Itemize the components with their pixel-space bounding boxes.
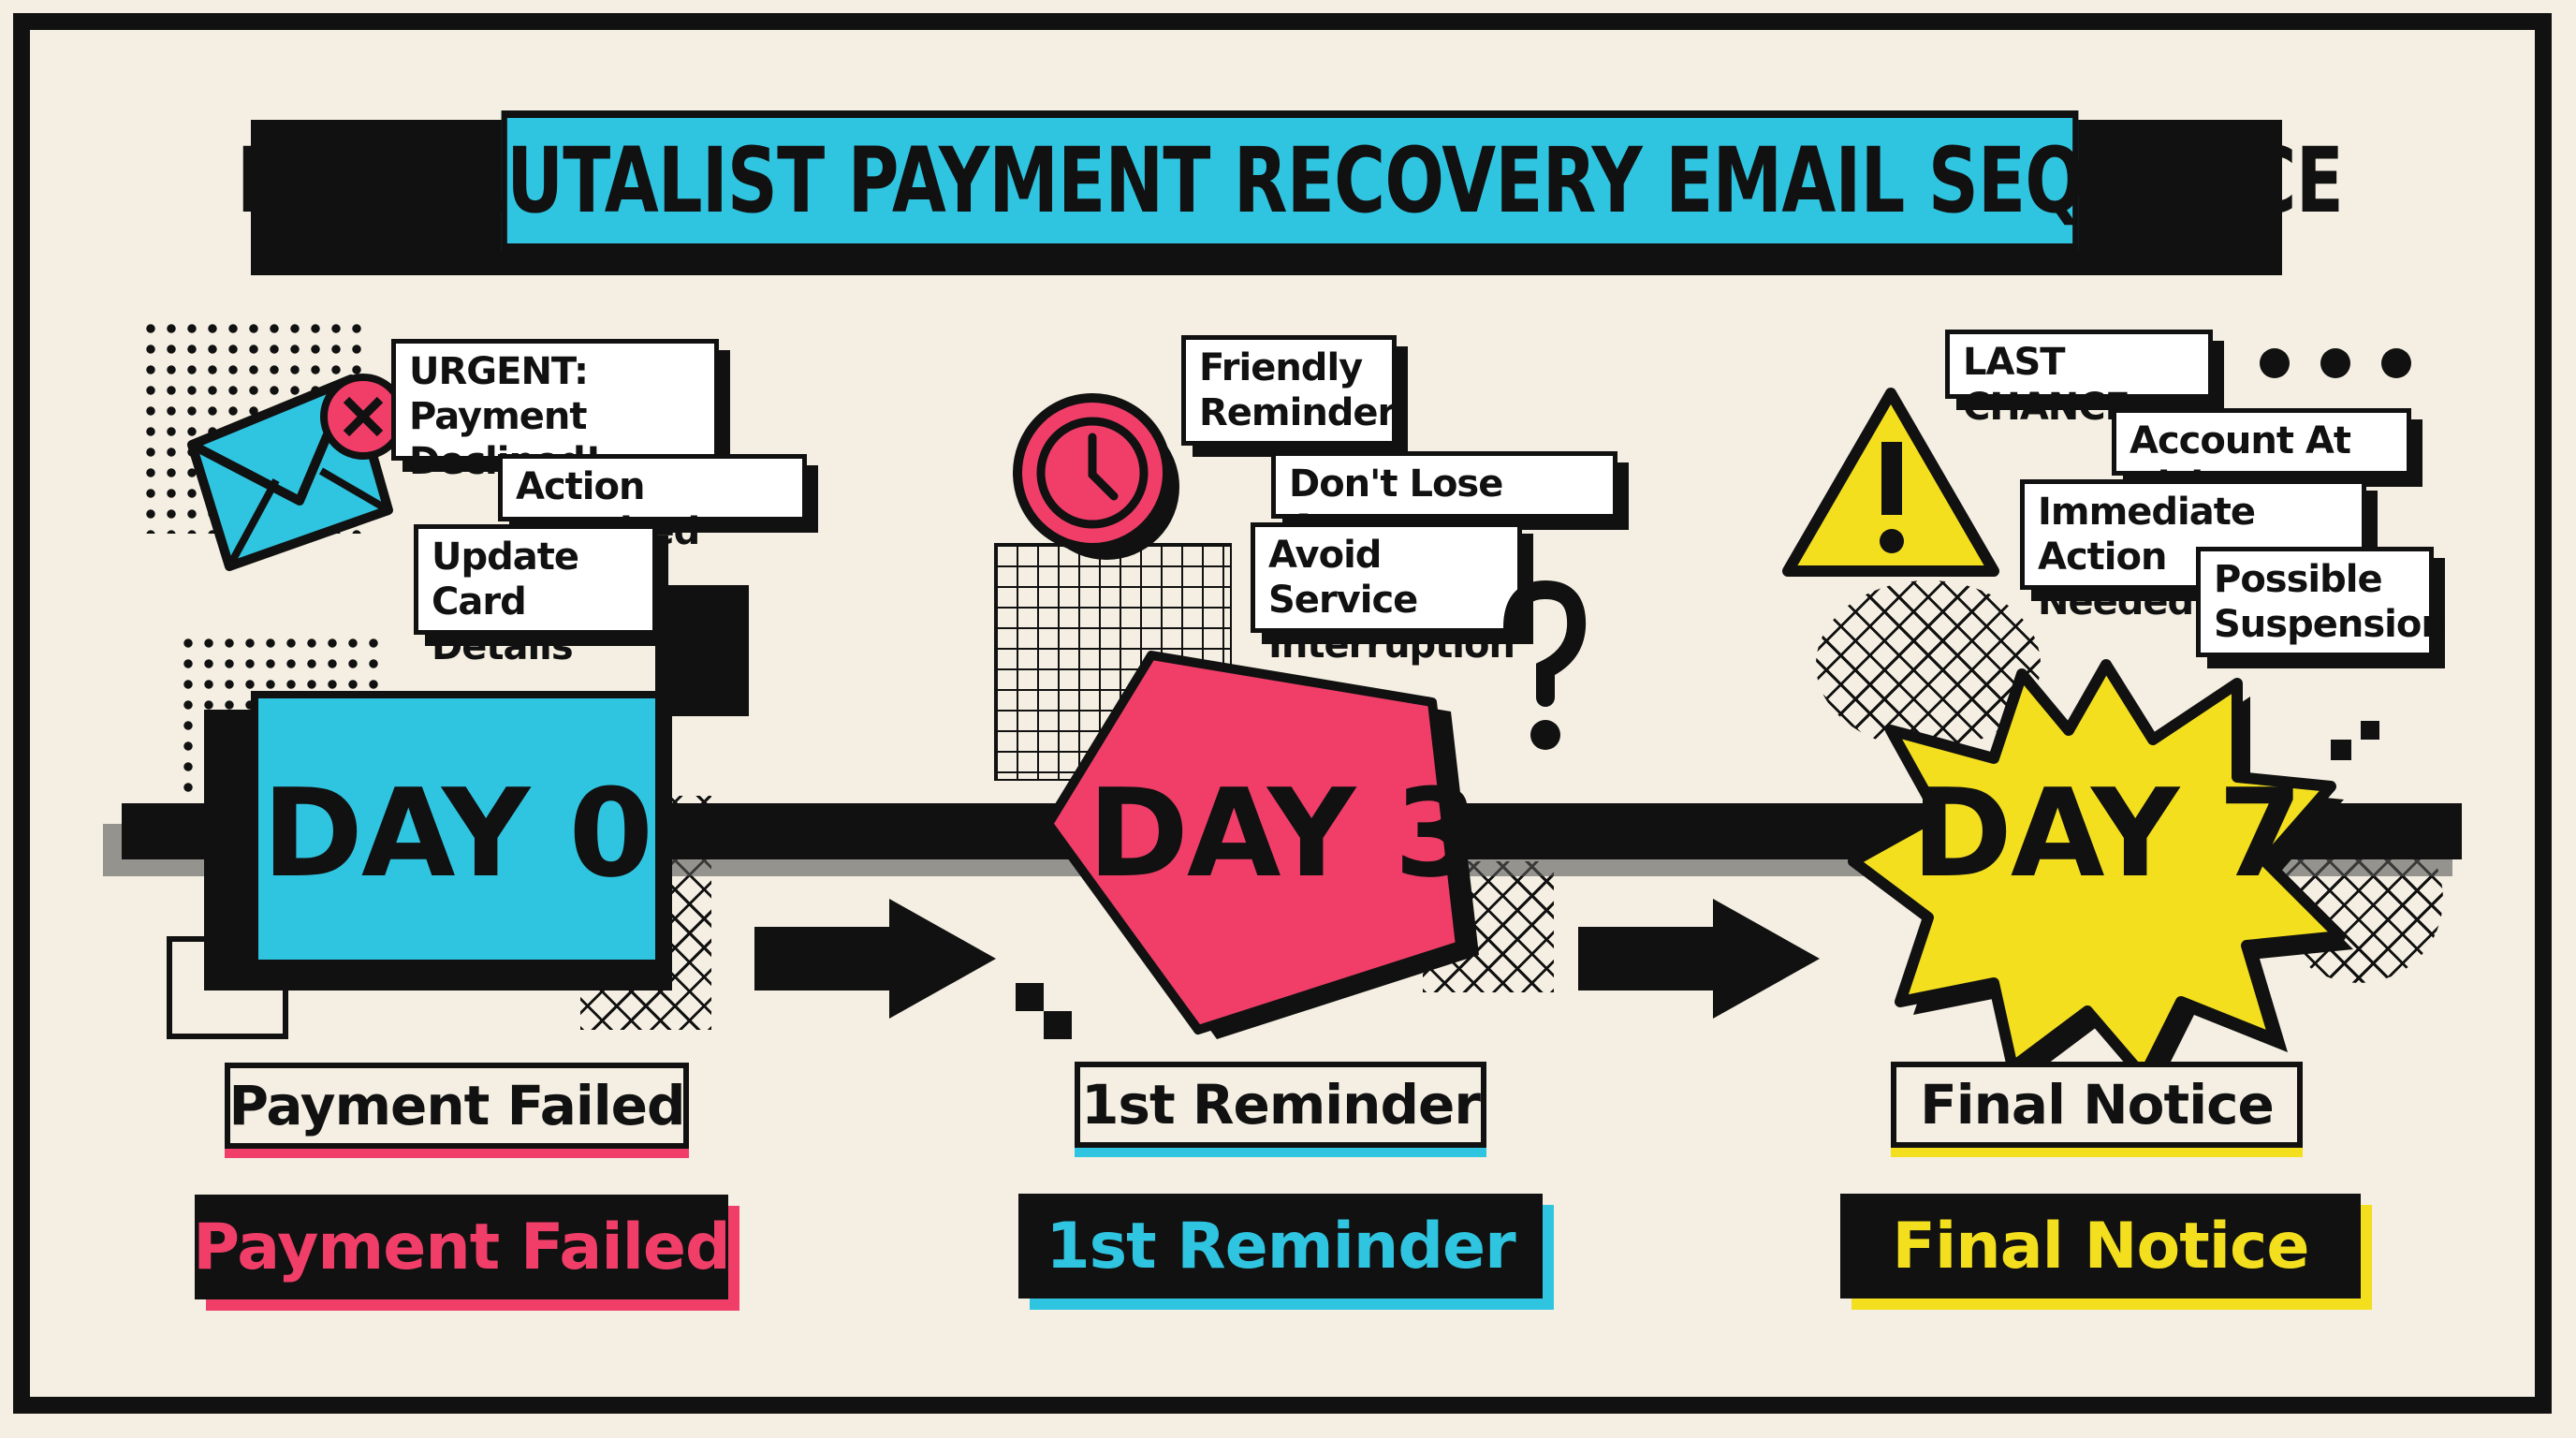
tag-action-required: Action Required [498,454,807,553]
black-block-decor [655,585,749,716]
pixel-squares-decor-right [2331,721,2379,760]
day3-label: DAY 3 [1088,762,1479,904]
stage1-label: 1st Reminder [1075,1062,1486,1148]
tag-friendly-reminder: Friendly Reminder [1181,335,1397,446]
day0-box [251,691,663,967]
stage2-label-alt: Final Notice [1840,1194,2361,1299]
day3-pentagon [1044,651,1479,1039]
arrow-day0-to-day3 [754,899,996,1019]
pixel-squares-decor [1016,983,1072,1039]
stage1-label-alt: 1st Reminder [1018,1194,1543,1299]
stage0-label: Payment Failed [225,1063,689,1149]
warning-icon [1782,388,1999,577]
three-dots-decor [2260,348,2411,378]
day7-starburst [1848,659,2353,1090]
tag-immediate-action-needed: Immediate Action Needed [2020,479,2366,624]
tag-account-at-risk: Account At Risk [2112,408,2411,507]
tag-urgent-payment-declined: URGENT: Payment Declined! [391,339,719,483]
tag-last-chance: LAST CHANCE [1945,330,2213,429]
tag-update-card-details: Update Card Details [414,524,657,668]
question-mark-icon [1503,580,1587,750]
tag-dont-lose-access: Don't Lose Access [1271,451,1617,550]
declined-x-icon [320,374,406,460]
day0-label: DAY 0 [262,762,653,904]
tag-avoid-service-interruption: Avoid Service Interruption [1251,522,1522,667]
tag-possible-suspension: Possible Suspension [2196,547,2448,657]
stage2-label: Final Notice [1891,1062,2303,1148]
stage0-label-alt: Payment Failed [193,1195,731,1299]
arrow-day3-to-day7 [1578,899,1820,1019]
day7-label: DAY 7 [1911,762,2303,904]
diagram-title: NEOBRUTALIST PAYMENT RECOVERY EMAIL SEQU… [237,110,2344,251]
clock-icon [1013,393,1179,560]
